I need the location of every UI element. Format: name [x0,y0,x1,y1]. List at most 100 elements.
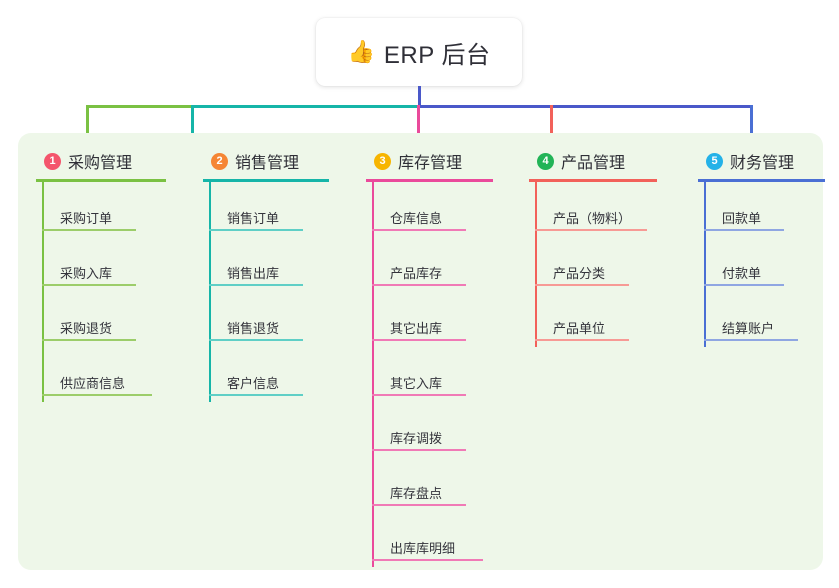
column-header[interactable]: 4 产品管理 [529,146,657,176]
root-node-card[interactable]: 👍 ERP 后台 [316,18,522,86]
column-header[interactable]: 1 采购管理 [36,146,166,176]
list-item-label: 仓库信息 [390,211,443,226]
list-item-rule [704,339,798,341]
column-spine [535,182,537,347]
list-item[interactable]: 采购入库 [36,237,166,292]
column-title: 库存管理 [398,155,463,172]
column-sales: 2 销售管理 销售订单 销售出库 销售退货 客户信息 [203,146,329,402]
connector-bus-segment-1 [86,105,192,108]
list-item-rule [372,339,466,341]
list-item[interactable]: 销售退货 [203,292,329,347]
list-item-rule [372,559,483,561]
column-spine [209,182,211,402]
column-items: 回款单 付款单 结算账户 [698,182,825,347]
list-item-rule [535,284,629,286]
list-item[interactable]: 客户信息 [203,347,329,402]
thumbs-up-icon: 👍 [347,39,375,64]
list-item[interactable]: 结算账户 [698,292,825,347]
connector-drop-5 [750,105,753,143]
list-item-label: 出库库明细 [390,541,456,556]
list-item-label: 采购订单 [60,211,113,226]
list-item[interactable]: 回款单 [698,182,825,237]
list-item[interactable]: 采购退货 [36,292,166,347]
list-item-label: 库存盘点 [390,486,443,501]
list-item-rule [209,284,303,286]
list-item-rule [372,394,466,396]
column-purchasing: 1 采购管理 采购订单 采购入库 采购退货 供应商信 [36,146,166,402]
list-item-label: 客户信息 [227,376,280,391]
list-item-rule [42,339,136,341]
column-finance: 5 财务管理 回款单 付款单 结算账户 [698,146,825,347]
connector-bus-segment-3 [417,105,552,108]
list-item-label: 库存调拨 [390,431,443,446]
list-item[interactable]: 仓库信息 [366,182,493,237]
column-header-rule [529,179,657,182]
column-header[interactable]: 3 库存管理 [366,146,493,176]
list-item-rule [372,229,466,231]
list-item[interactable]: 产品（物料） [529,182,657,237]
column-header-rule [698,179,825,182]
column-spine [42,182,44,402]
column-header-rule [203,179,329,182]
list-item[interactable]: 库存盘点 [366,457,493,512]
connector-bus-segment-2 [191,105,419,108]
column-header-rule [36,179,166,182]
list-item-rule [704,229,784,231]
list-item-label: 回款单 [722,211,762,226]
column-items: 产品（物料） 产品分类 产品单位 [529,182,657,347]
list-item[interactable]: 其它出库 [366,292,493,347]
list-item-rule [42,229,136,231]
column-badge: 5 [706,152,723,170]
list-item-label: 其它入库 [390,376,443,391]
list-item[interactable]: 产品分类 [529,237,657,292]
list-item-label: 销售退货 [227,321,280,336]
root-title: ERP 后台 [383,41,491,69]
connector-drop-4 [550,105,553,143]
list-item[interactable]: 付款单 [698,237,825,292]
list-item-label: 供应商信息 [60,376,126,391]
column-spine [704,182,706,347]
column-badge: 4 [537,152,554,170]
column-title: 销售管理 [235,155,300,172]
list-item-rule [209,339,303,341]
list-item[interactable]: 销售出库 [203,237,329,292]
column-inventory: 3 库存管理 仓库信息 产品库存 其它出库 其它入库 [366,146,493,567]
list-item-rule [535,229,647,231]
list-item-rule [42,394,152,396]
list-item-rule [372,449,466,451]
list-item-label: 产品（物料） [553,211,632,226]
list-item-rule [42,284,136,286]
connector-drop-1 [86,105,89,143]
list-item-label: 采购退货 [60,321,113,336]
list-item-label: 产品单位 [553,321,606,336]
list-item-rule [372,284,466,286]
connector-root-trunk [418,86,421,107]
list-item[interactable]: 采购订单 [36,182,166,237]
column-badge: 2 [211,152,228,170]
list-item-rule [372,504,466,506]
list-item-rule [704,284,784,286]
list-item-rule [209,394,303,396]
list-item-label: 结算账户 [722,321,775,336]
list-item-label: 产品库存 [390,266,443,281]
list-item[interactable]: 库存调拨 [366,402,493,457]
list-item-label: 其它出库 [390,321,443,336]
column-header[interactable]: 2 销售管理 [203,146,329,176]
list-item[interactable]: 其它入库 [366,347,493,402]
column-title: 产品管理 [561,155,626,172]
diagram-panel: 1 采购管理 采购订单 采购入库 采购退货 供应商信 [18,133,825,570]
column-title: 采购管理 [68,155,133,172]
column-spine [372,182,374,567]
column-badge: 3 [374,152,391,170]
list-item[interactable]: 产品库存 [366,237,493,292]
list-item[interactable]: 出库库明细 [366,512,493,567]
list-item-label: 销售订单 [227,211,280,226]
column-header[interactable]: 5 财务管理 [698,146,825,176]
column-items: 仓库信息 产品库存 其它出库 其它入库 库存调拨 [366,182,493,567]
list-item[interactable]: 供应商信息 [36,347,166,402]
list-item-label: 产品分类 [553,266,606,281]
list-item[interactable]: 产品单位 [529,292,657,347]
list-item[interactable]: 销售订单 [203,182,329,237]
column-header-rule [366,179,493,182]
